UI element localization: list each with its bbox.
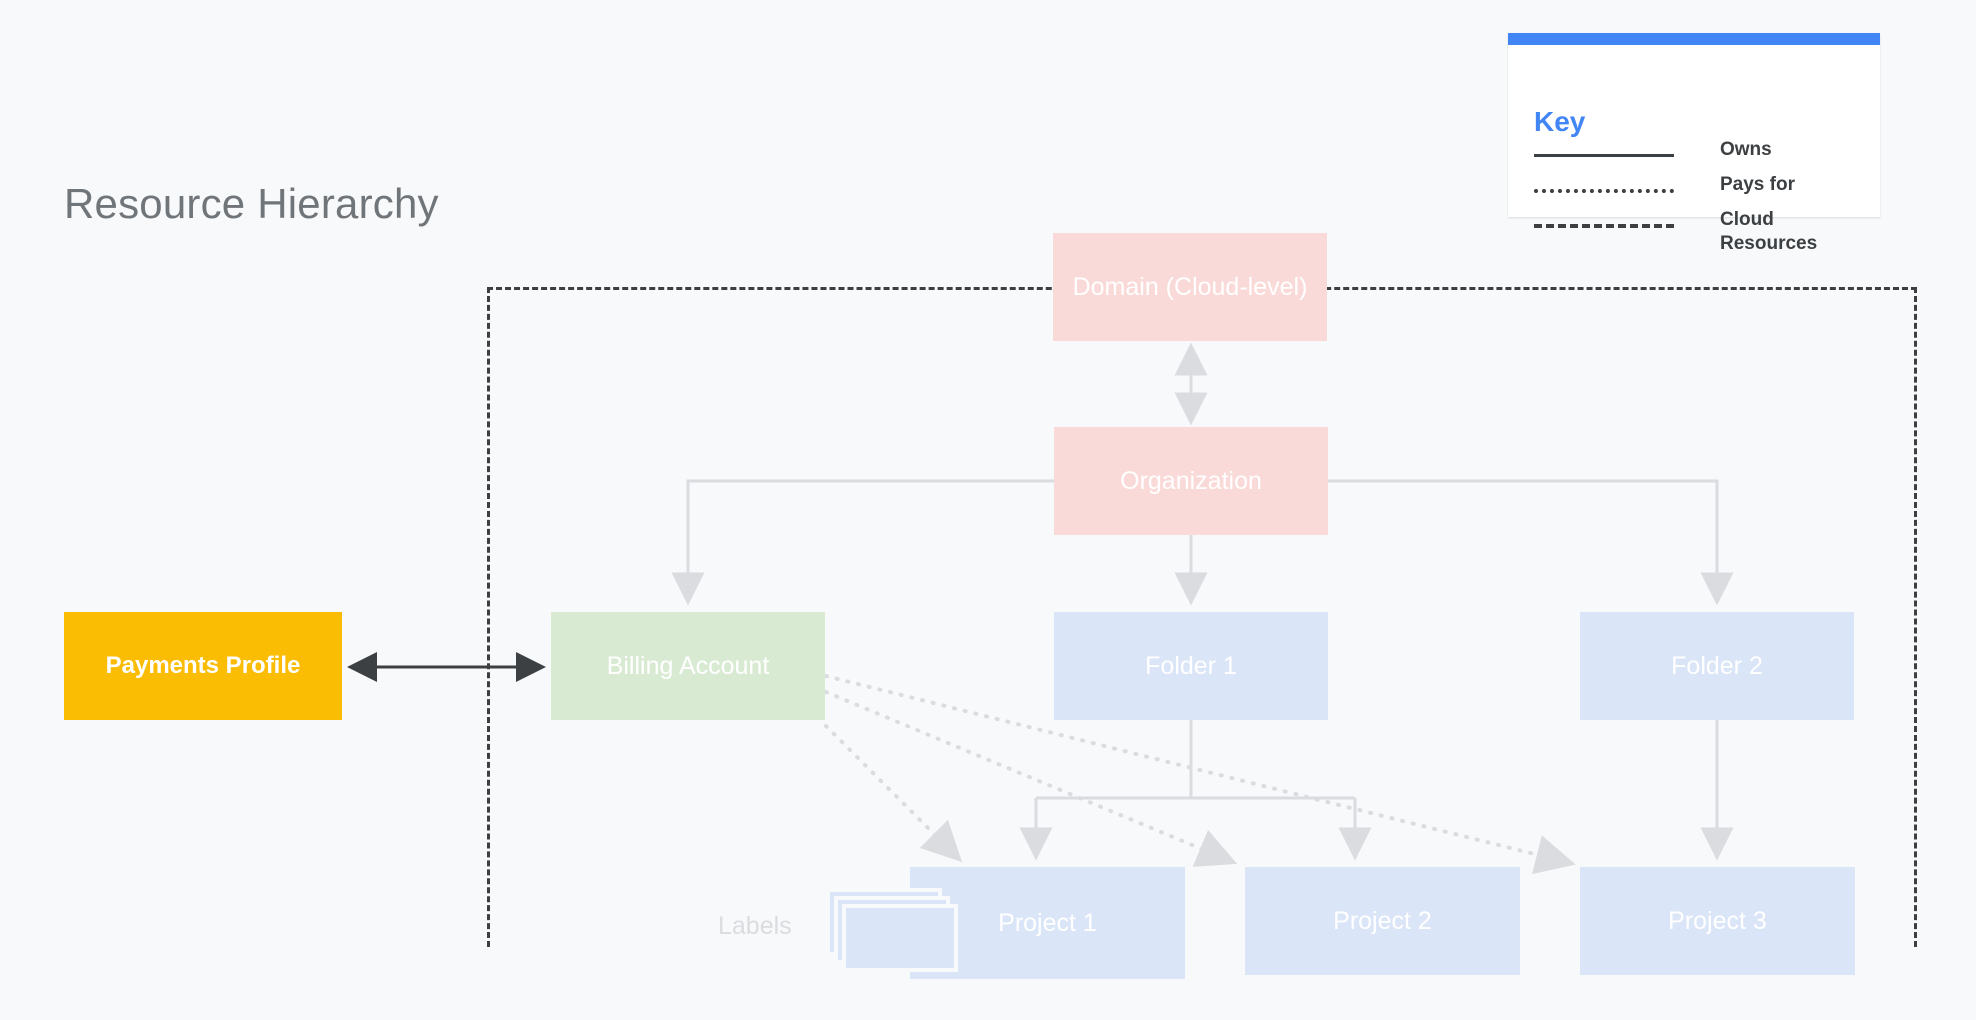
legend-solid-line-icon — [1534, 154, 1674, 157]
node-payments-profile[interactable]: Payments Profile — [64, 612, 342, 720]
node-folder-1[interactable]: Folder 1 — [1054, 612, 1328, 720]
page-title: Resource Hierarchy — [64, 180, 439, 227]
node-billing-account[interactable]: Billing Account — [551, 612, 825, 720]
node-organization[interactable]: Organization — [1054, 427, 1328, 535]
node-folder-2[interactable]: Folder 2 — [1580, 612, 1854, 720]
legend-label-cloud-resources: Cloud Resources — [1720, 209, 1818, 254]
node-project-1-label: Project 1 — [998, 909, 1097, 937]
legend-title: Key — [1534, 106, 1586, 137]
legend-label-owns: Owns — [1720, 139, 1772, 160]
legend-row-cloud-resources: Cloud Resources — [1534, 208, 1864, 254]
legend-accent-bar — [1508, 33, 1880, 45]
legend-label-pays-for: Pays for — [1720, 174, 1795, 195]
node-folder-1-label: Folder 1 — [1145, 652, 1237, 680]
node-domain[interactable]: Domain (Cloud-level) — [1053, 233, 1327, 341]
legend-row-owns: Owns — [1534, 138, 1864, 172]
legend-dashed-line-icon — [1534, 224, 1674, 228]
labels-caption: Labels — [718, 912, 792, 940]
legend-dotted-line-icon — [1534, 189, 1674, 193]
node-billing-account-label: Billing Account — [606, 652, 770, 680]
labels-stack-icon — [826, 888, 958, 972]
node-organization-label: Organization — [1120, 467, 1262, 495]
node-project-2-label: Project 2 — [1333, 907, 1432, 935]
node-payments-profile-label: Payments Profile — [105, 651, 301, 679]
stack-card-front — [842, 904, 958, 972]
node-project-3-label: Project 3 — [1668, 907, 1767, 935]
legend-row-pays-for: Pays for — [1534, 173, 1864, 207]
node-domain-label: Domain (Cloud-level) — [1072, 273, 1308, 301]
legend-panel: Key Owns Pays for Cloud Resources — [1508, 33, 1880, 254]
node-project-3[interactable]: Project 3 — [1580, 867, 1855, 975]
node-folder-2-label: Folder 2 — [1671, 652, 1763, 680]
node-project-2[interactable]: Project 2 — [1245, 867, 1520, 975]
